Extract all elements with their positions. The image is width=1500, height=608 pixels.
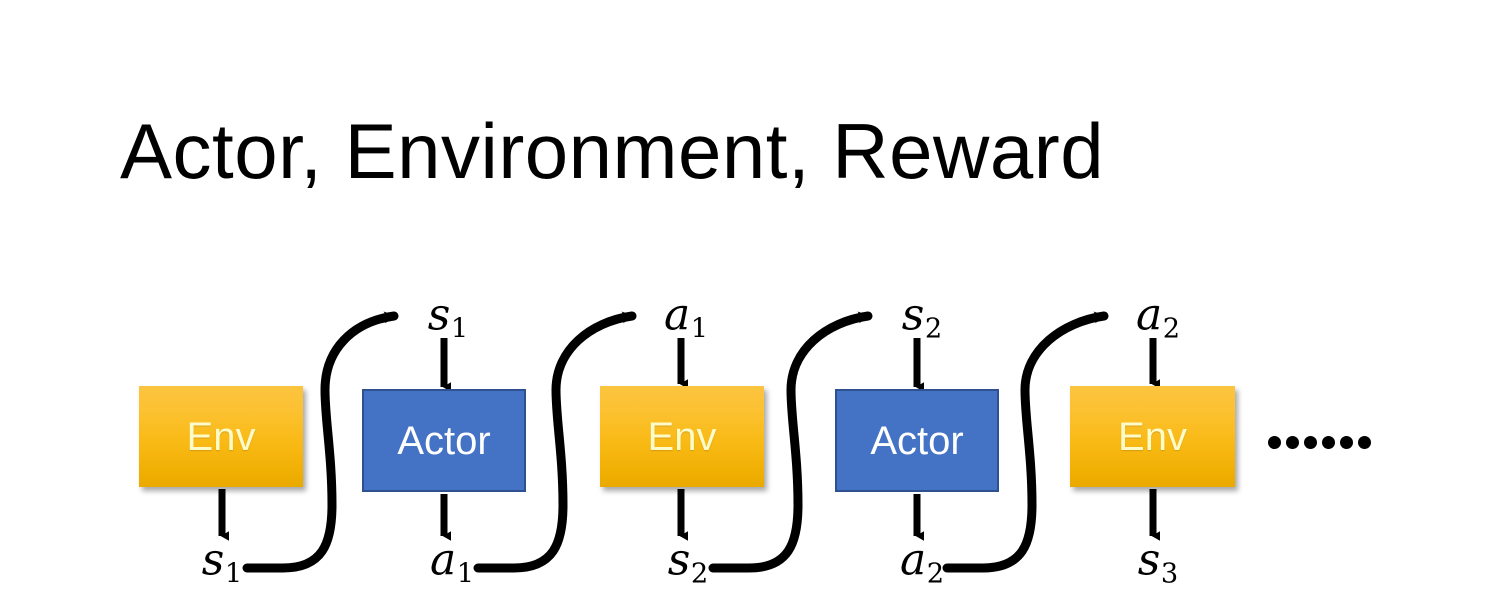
- node-label-actor1: Actor: [397, 418, 491, 463]
- math-label-top-a2: a2: [1136, 293, 1181, 345]
- math-sub-bot-a1: 1: [456, 558, 475, 590]
- math-base-top-s1: s: [427, 289, 451, 341]
- node-actor2: Actor: [835, 389, 999, 492]
- ellipsis-dot: [1358, 436, 1371, 449]
- node-label-actor2: Actor: [870, 418, 964, 463]
- math-sub-top-s1: 1: [450, 313, 469, 345]
- math-base-bot-a2: a: [899, 534, 927, 586]
- node-label-env2: Env: [647, 414, 717, 459]
- ellipsis-dot: [1322, 436, 1335, 449]
- math-base-bot-a1: a: [429, 534, 457, 586]
- vertical-arrows-group: [218, 338, 1160, 541]
- node-label-env1: Env: [186, 414, 256, 459]
- math-base-top-a2: a: [1135, 289, 1163, 341]
- math-sub-bot-s1: 1: [224, 558, 243, 590]
- math-base-top-s2: s: [901, 289, 925, 341]
- curve-s2-to-top: [708, 311, 873, 573]
- math-label-bot-a1: a1: [430, 538, 475, 590]
- math-label-top-a1: a1: [664, 293, 709, 345]
- math-sub-bot-a2: 2: [926, 558, 945, 590]
- node-actor1: Actor: [362, 389, 526, 492]
- math-base-top-a1: a: [663, 289, 691, 341]
- node-env2: Env: [600, 386, 764, 487]
- math-label-top-s1: s1: [428, 293, 469, 345]
- math-sub-bot-s3: 3: [1160, 558, 1179, 590]
- math-base-bot-s2: s: [667, 534, 691, 586]
- math-label-top-s2: s2: [902, 293, 943, 345]
- math-label-bot-s3: s3: [1138, 538, 1179, 590]
- ellipsis-dot: [1340, 436, 1353, 449]
- math-sub-top-a2: 2: [1162, 313, 1181, 345]
- math-sub-top-a1: 1: [690, 313, 709, 345]
- math-label-bot-s2: s2: [668, 538, 709, 590]
- curve-s1-to-top: [242, 311, 399, 573]
- curve-a2-to-top: [942, 311, 1109, 573]
- ellipsis-dots: [1268, 436, 1371, 449]
- math-label-bot-a2: a2: [900, 538, 945, 590]
- curve-a1-to-top: [473, 311, 637, 573]
- ellipsis-dot: [1268, 436, 1281, 449]
- math-sub-bot-s2: 2: [690, 558, 709, 590]
- node-env3: Env: [1070, 386, 1235, 487]
- page-title: Actor, Environment, Reward: [120, 107, 1105, 195]
- math-base-bot-s1: s: [201, 534, 225, 586]
- node-label-env3: Env: [1118, 414, 1187, 459]
- math-sub-top-s2: 2: [924, 313, 943, 345]
- math-base-bot-s3: s: [1137, 534, 1161, 586]
- math-label-bot-s1: s1: [202, 538, 243, 590]
- ellipsis-dot: [1304, 436, 1317, 449]
- curved-connectors-group: [242, 311, 1109, 573]
- ellipsis-dot: [1286, 436, 1299, 449]
- node-env1: Env: [139, 386, 303, 487]
